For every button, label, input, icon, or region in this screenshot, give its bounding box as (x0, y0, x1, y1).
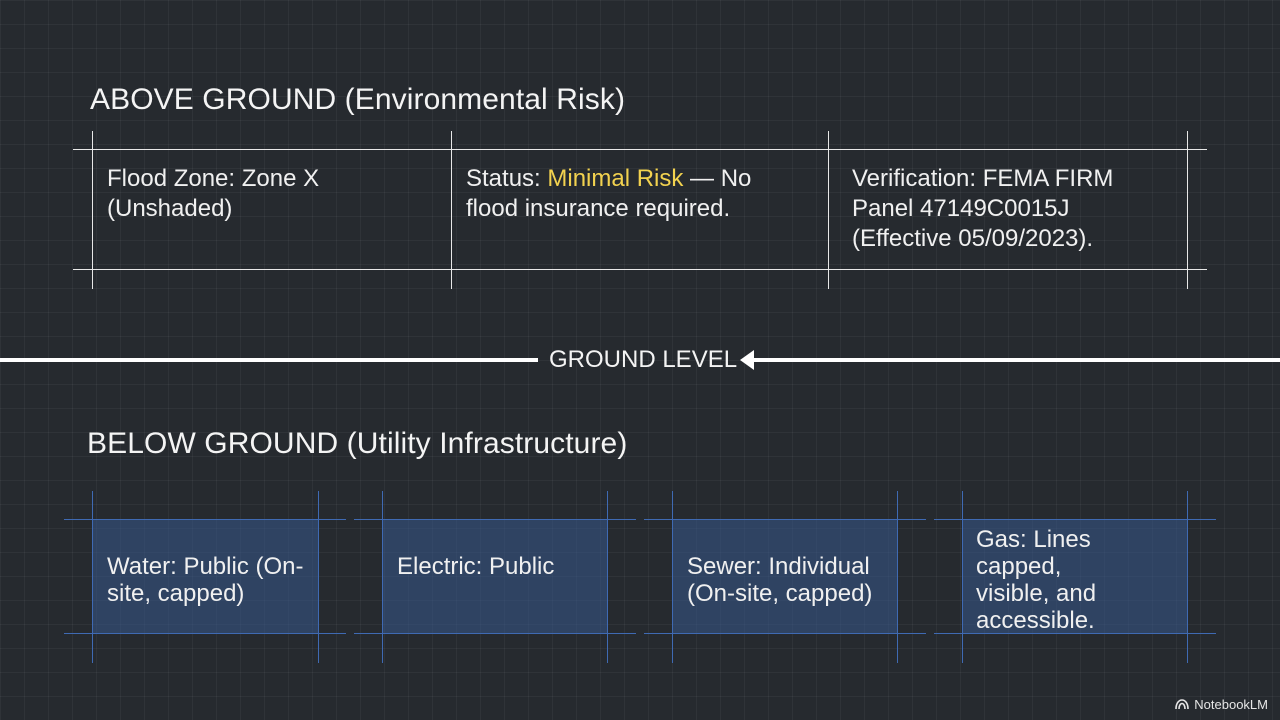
ground-line-right (752, 358, 1280, 362)
above-ground-heading: ABOVE GROUND (Environmental Risk) (90, 83, 626, 116)
brand-name: NotebookLM (1194, 697, 1268, 712)
sewer-utility-text: Sewer: Individual (On-site, capped) (687, 553, 873, 607)
gas-utility-text: Gas: Lines capped, visible, and accessib… (976, 526, 1097, 634)
box-top-line-3 (644, 519, 926, 520)
box-bottom-line-3 (644, 633, 926, 634)
above-table-divider-3 (828, 131, 829, 289)
above-table-divider-2 (451, 131, 452, 289)
box-vline-2a (382, 491, 383, 663)
box-top-line-4 (934, 519, 1216, 520)
status-suffix: — No flood insurance required. (466, 165, 752, 222)
water-box (92, 520, 318, 633)
box-vline-1b (318, 491, 319, 663)
below-ground-heading: BELOW GROUND (Utility Infrastructure) (87, 427, 628, 460)
flood-zone-cell: Flood Zone: Zone X (Unshaded) (107, 165, 320, 222)
status-prefix: Status: (466, 165, 548, 192)
sewer-box (672, 520, 898, 633)
notebooklm-logo-icon (1175, 699, 1190, 710)
ground-level-label: GROUND LEVEL (549, 346, 738, 373)
gas-box (962, 520, 1188, 633)
box-bottom-line-1 (64, 633, 346, 634)
box-top-line-1 (64, 519, 346, 520)
above-table-divider-1 (92, 131, 93, 289)
water-utility-text: Water: Public (On-site, capped) (107, 553, 304, 607)
above-table-bottom-line (73, 269, 1207, 270)
fema-verification-cell: Verification: FEMA FIRM Panel 47149C0015… (852, 165, 1114, 252)
arrow-left-icon (740, 350, 754, 370)
box-vline-4a (962, 491, 963, 663)
box-vline-4b (1187, 491, 1188, 663)
flood-status-cell: Status: Minimal Risk — No flood insuranc… (466, 164, 796, 224)
box-top-line-2 (354, 519, 636, 520)
electric-box (382, 520, 608, 633)
above-table-top-line (73, 149, 1207, 150)
box-bottom-line-2 (354, 633, 636, 634)
box-vline-3b (897, 491, 898, 663)
above-table-divider-4 (1187, 131, 1188, 289)
electric-utility-text: Electric: Public (397, 553, 555, 580)
box-vline-2b (607, 491, 608, 663)
box-bottom-line-4 (934, 633, 1216, 634)
notebooklm-brand: NotebookLM (1175, 697, 1268, 712)
status-risk-highlight: Minimal Risk (547, 165, 684, 192)
box-vline-3a (672, 491, 673, 663)
ground-line-left (0, 358, 538, 362)
box-vline-1a (92, 491, 93, 663)
